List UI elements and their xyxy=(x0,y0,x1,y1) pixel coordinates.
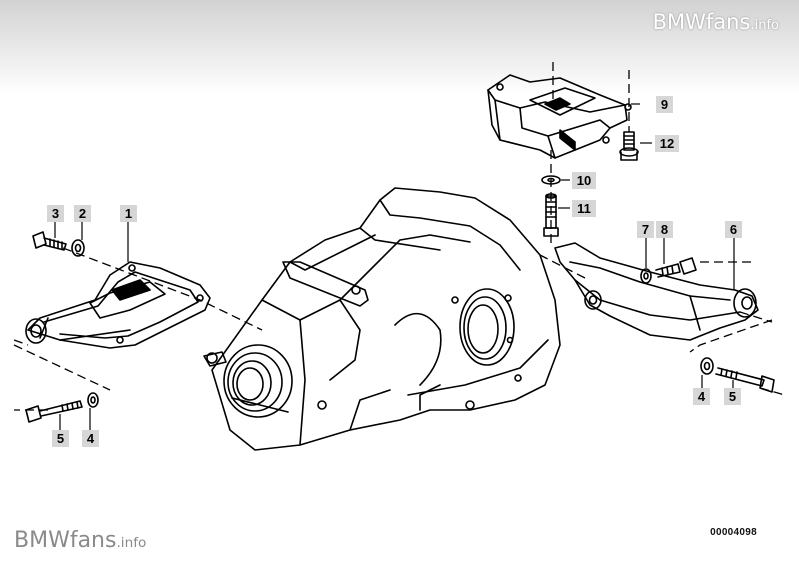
callout-2[interactable]: 2 xyxy=(74,205,91,222)
parts-3-2-bolt-washer xyxy=(32,231,85,257)
callout-8[interactable]: 8 xyxy=(656,221,673,238)
watermark-bottom: BMWfans.info xyxy=(14,528,146,553)
callout-7[interactable]: 7 xyxy=(637,221,654,238)
part-6-arm-bracket xyxy=(554,242,759,341)
callout-12[interactable]: 12 xyxy=(655,135,679,152)
callout-5-right[interactable]: 5 xyxy=(724,388,741,405)
diagram-code: 00004098 xyxy=(710,527,757,538)
watermark-top: BMWfans.info xyxy=(653,10,779,34)
callout-9[interactable]: 9 xyxy=(656,96,673,113)
assembly-lines xyxy=(13,62,786,411)
part-1-bracket xyxy=(25,261,211,349)
header-gradient xyxy=(0,0,799,95)
parts-5-4-bolt-washer xyxy=(25,392,99,423)
callout-leaders xyxy=(54,103,735,430)
callout-6[interactable]: 6 xyxy=(725,221,742,238)
callout-1[interactable]: 1 xyxy=(120,205,137,222)
differential-housing xyxy=(203,187,561,451)
watermark-top-brand: BMWfans xyxy=(652,10,751,34)
callout-3[interactable]: 3 xyxy=(47,205,64,222)
watermark-bottom-brand: BMWfans xyxy=(14,528,117,553)
watermark-bottom-suffix: .info xyxy=(116,535,147,551)
part-12-bolt xyxy=(619,131,639,161)
callout-4-left[interactable]: 4 xyxy=(82,430,99,447)
parts-7-8-washer-bolt xyxy=(640,257,697,284)
callout-4-right[interactable]: 4 xyxy=(693,388,710,405)
callout-11[interactable]: 11 xyxy=(572,200,596,217)
callout-10[interactable]: 10 xyxy=(572,172,596,189)
watermark-top-suffix: .info xyxy=(750,18,779,33)
callout-5-left[interactable]: 5 xyxy=(52,430,69,447)
parts-4-5-washer-bolt-right xyxy=(700,357,775,393)
part-9-rubber-mount xyxy=(487,74,632,159)
